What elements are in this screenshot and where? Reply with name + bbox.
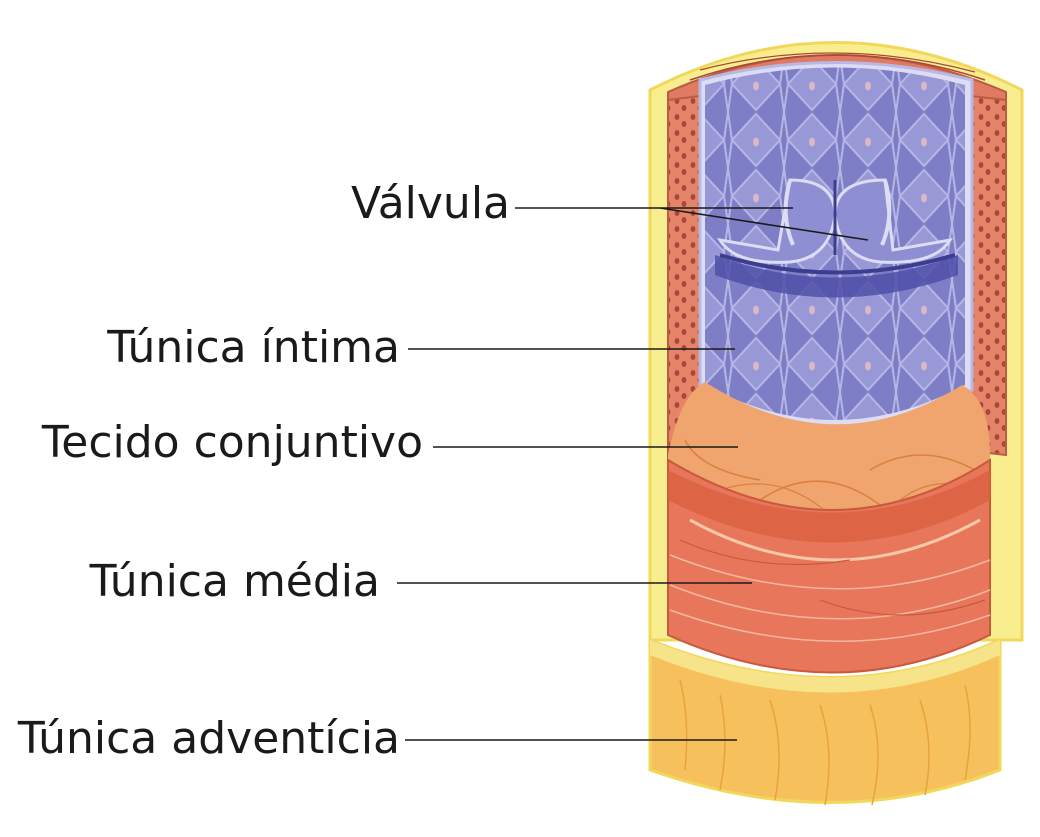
label-tunica-media: Túnica média	[89, 556, 380, 607]
label-valve: Válvula	[351, 178, 510, 229]
labels: Válvula Túnica íntima Tecido conjuntivo …	[17, 178, 510, 764]
label-tunica-intima: Túnica íntima	[106, 322, 400, 373]
label-tunica-adventitia: Túnica adventícia	[17, 713, 400, 764]
valve-cusps	[717, 178, 956, 275]
leader-valve-b	[659, 207, 869, 241]
leader-lines	[397, 207, 869, 741]
valve-cusp-right	[833, 178, 953, 264]
connective-tissue-layer	[668, 382, 990, 516]
tunica-adventitia-layer	[648, 637, 1002, 806]
tunica-media-layer	[667, 458, 991, 674]
label-connective-tissue: Tecido conjuntivo	[41, 417, 423, 468]
vein-illustration	[648, 41, 1024, 806]
valve-cusp-left	[717, 178, 837, 264]
